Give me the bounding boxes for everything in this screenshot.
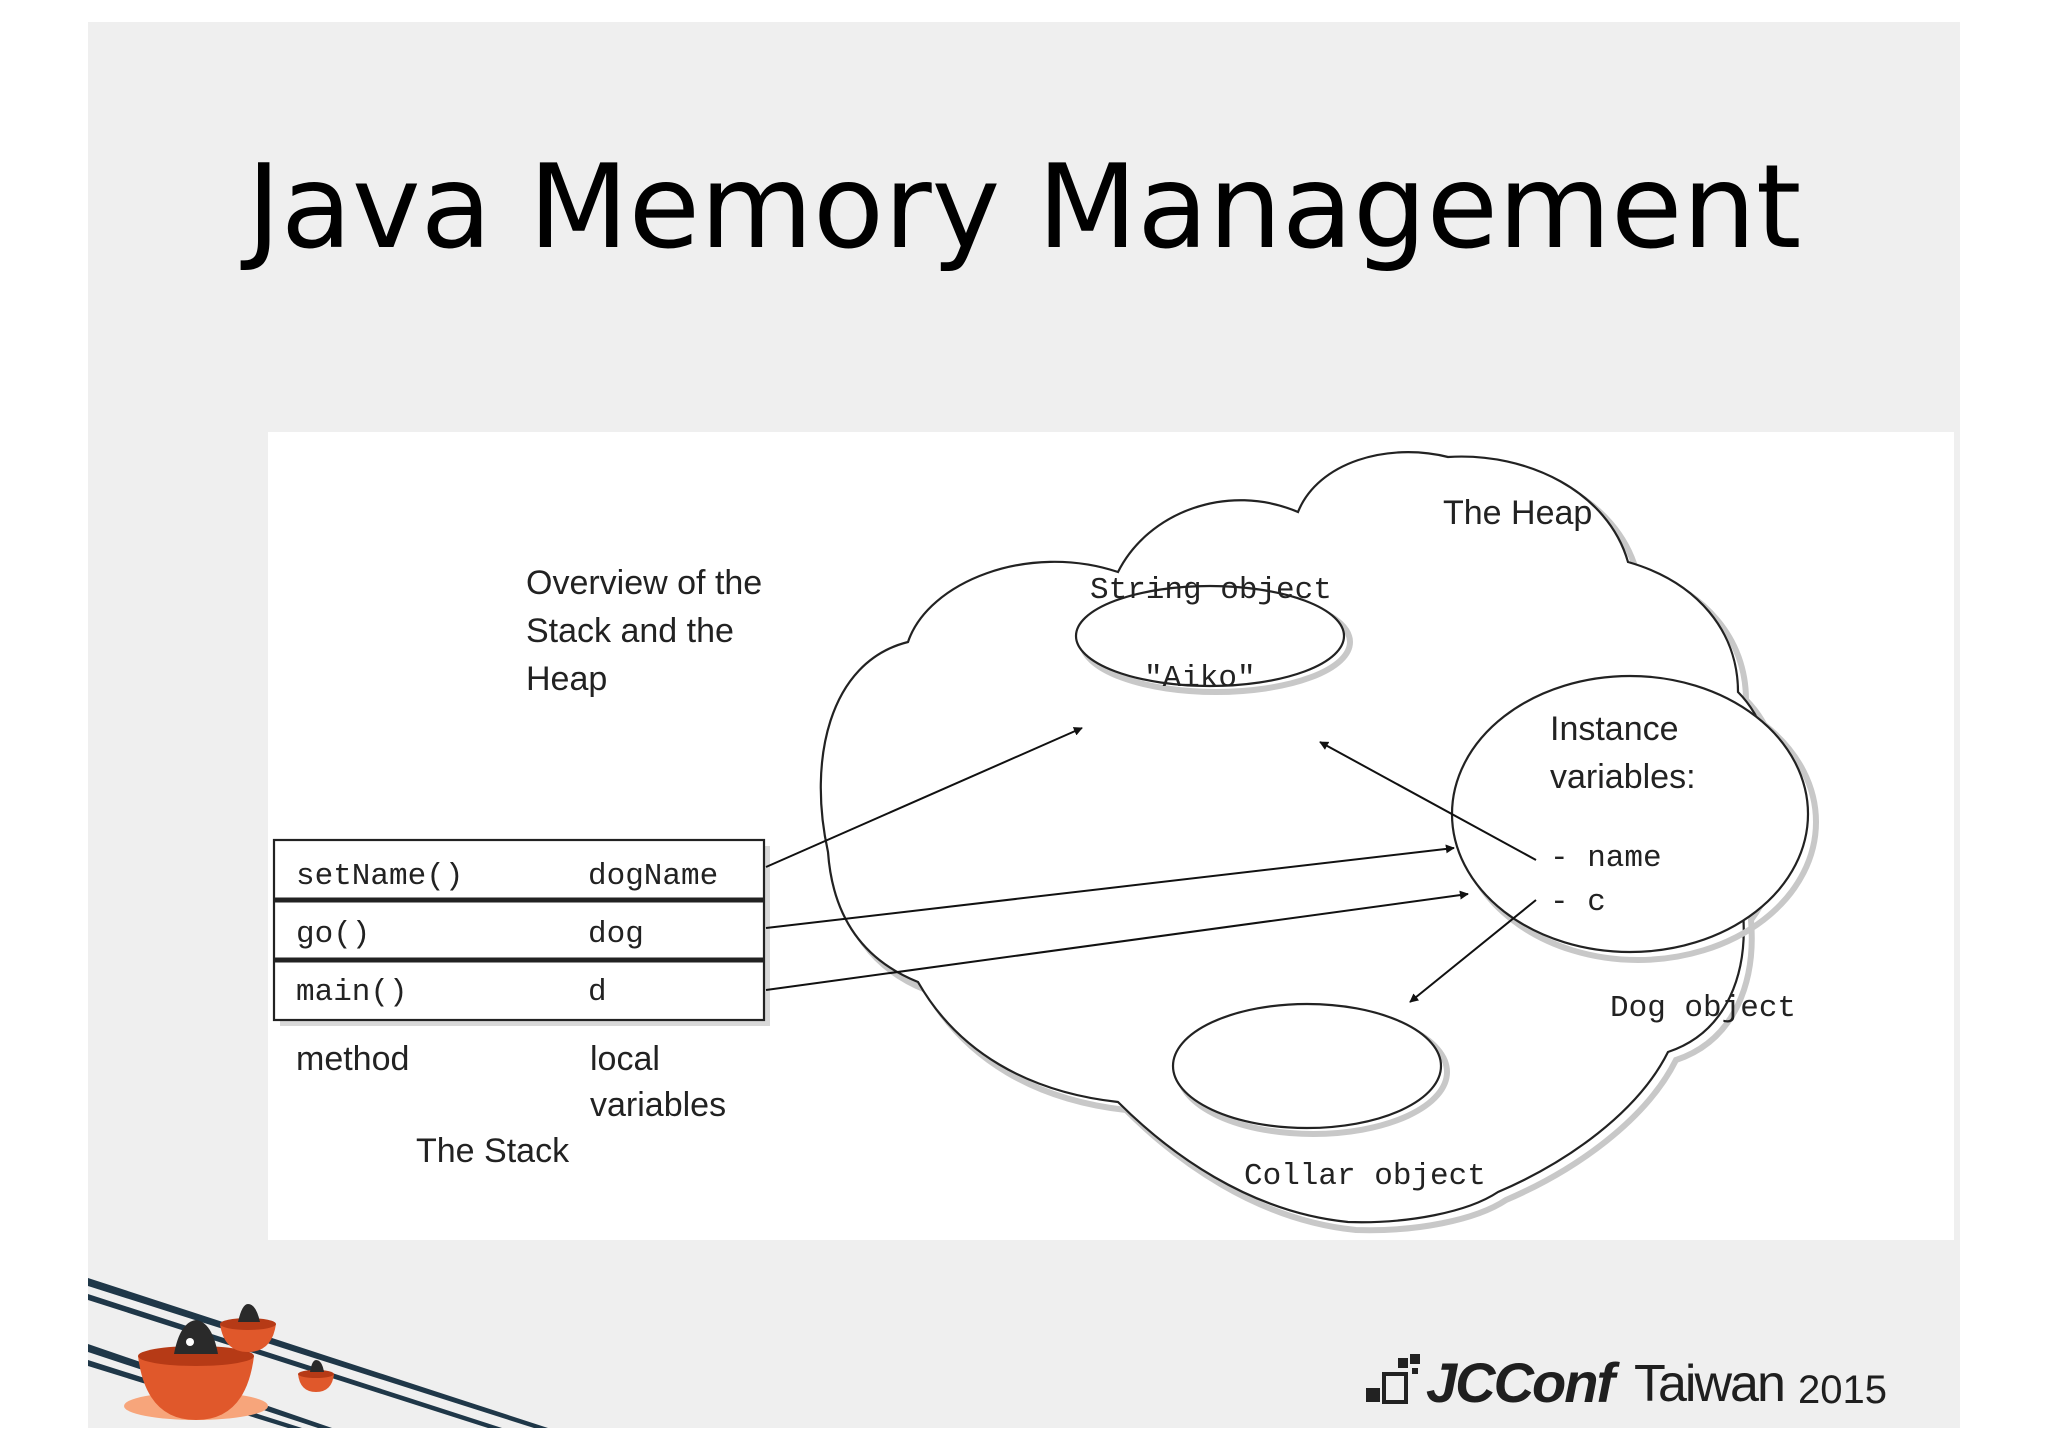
jcconf-logo-icon [1366,1354,1420,1404]
cup-large [124,1320,268,1420]
arrow-dogname-to-string [765,727,1083,868]
instance-variables-line-1: Instance [1550,710,1679,748]
footer-artwork [88,1278,548,1428]
stack-table [272,838,770,1026]
diagram-canvas: Overview of the Stack and the Heap setNa… [272,451,1819,1234]
cup-medium [220,1304,276,1352]
overview-line-3: Heap [526,660,607,698]
string-object-label: String object [1090,573,1332,608]
heap-title: The Heap [1443,494,1592,532]
arrow-name-to-string [1319,741,1537,861]
overview-line-1: Overview of the [526,564,762,602]
collar-object-label: Collar object [1244,1159,1486,1194]
stack-frame-variable: d [588,975,607,1010]
slide: Java Memory Management [88,22,1960,1428]
stack-title: The Stack [416,1132,570,1170]
dog-object-label: Dog object [1610,991,1796,1026]
brand-name: JCConf [1426,1351,1615,1414]
stack-frame-variable: dogName [588,859,718,894]
heap-cloud [819,451,1788,1234]
stack-frame-box [272,838,766,1022]
instance-variables-line-2: variables: [1550,758,1696,796]
dog-field-c: - c [1550,885,1606,920]
stack-heap-diagram: Overview of the Stack and the Heap setNa… [268,432,1954,1240]
stack-frame-method: main() [296,975,408,1010]
arrow-dog-to-dog-object [765,844,1455,929]
arrow-d-to-dog-object [765,890,1469,991]
slide-title: Java Memory Management [246,140,1802,275]
dog-field-name: - name [1550,841,1662,876]
method-column-label: method [296,1040,409,1078]
cup-small [298,1360,334,1392]
local-column-label-1: local [590,1040,660,1078]
string-object-value: "Aiko" [1144,661,1256,696]
arrow-c-to-collar [1409,899,1537,1003]
overview-line-2: Stack and the [526,612,734,650]
stack-frame-method: setName() [296,859,463,894]
string-object-ellipse [1074,584,1346,688]
stack-frame-method: go() [296,917,370,952]
brand-year: 2015 [1798,1368,1887,1412]
brand-place: Taiwan [1634,1355,1786,1413]
stack-frame-variable: dog [588,917,644,952]
local-column-label-2: variables [590,1086,726,1124]
collar-object-ellipse [1171,1002,1443,1130]
